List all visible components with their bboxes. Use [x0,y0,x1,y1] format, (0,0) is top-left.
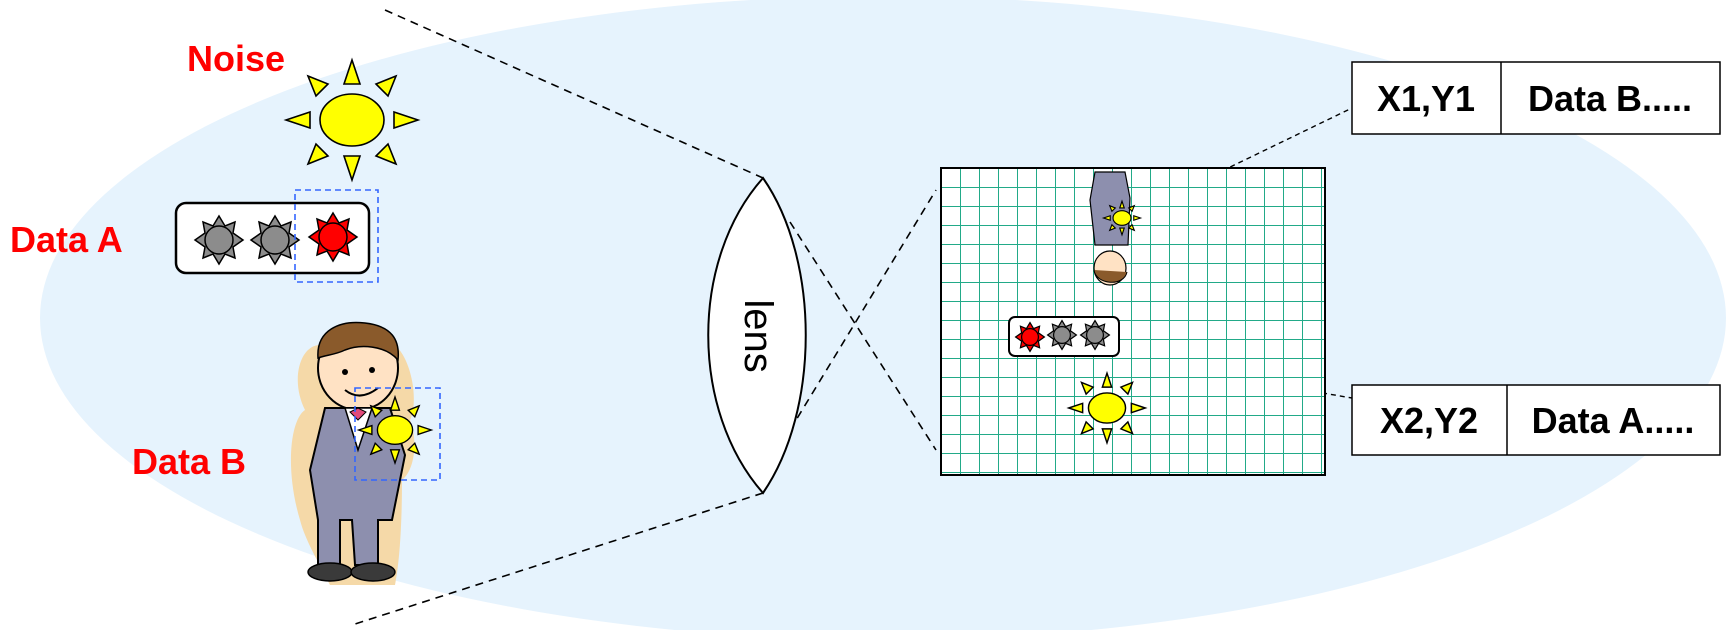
data-a-highlight-box [294,189,379,283]
record-row-2: X2,Y2 Data A..... [1351,384,1721,456]
record-1-coord: X1,Y1 [1377,78,1475,119]
record-row-1: X1,Y1 Data B..... [1351,61,1721,135]
field-of-view-lines [354,9,937,625]
noise-label: Noise [187,38,285,79]
sensor-grid [940,167,1326,476]
record-1-value: Data B..... [1528,78,1692,119]
data-b-highlight-box [354,387,441,481]
inverted-led-strip-icon [1008,316,1120,357]
data-a-led-strip-icon [174,189,379,283]
data-b-label: Data B [132,441,246,482]
inverted-person-icon [1089,171,1142,286]
record-2-value: Data A..... [1532,400,1695,441]
person-icon [290,321,441,585]
data-a-label: Data A [10,219,123,260]
lens-label: lens [736,299,780,372]
record-2-coord: X2,Y2 [1380,400,1478,441]
lens-icon: lens [707,176,807,495]
